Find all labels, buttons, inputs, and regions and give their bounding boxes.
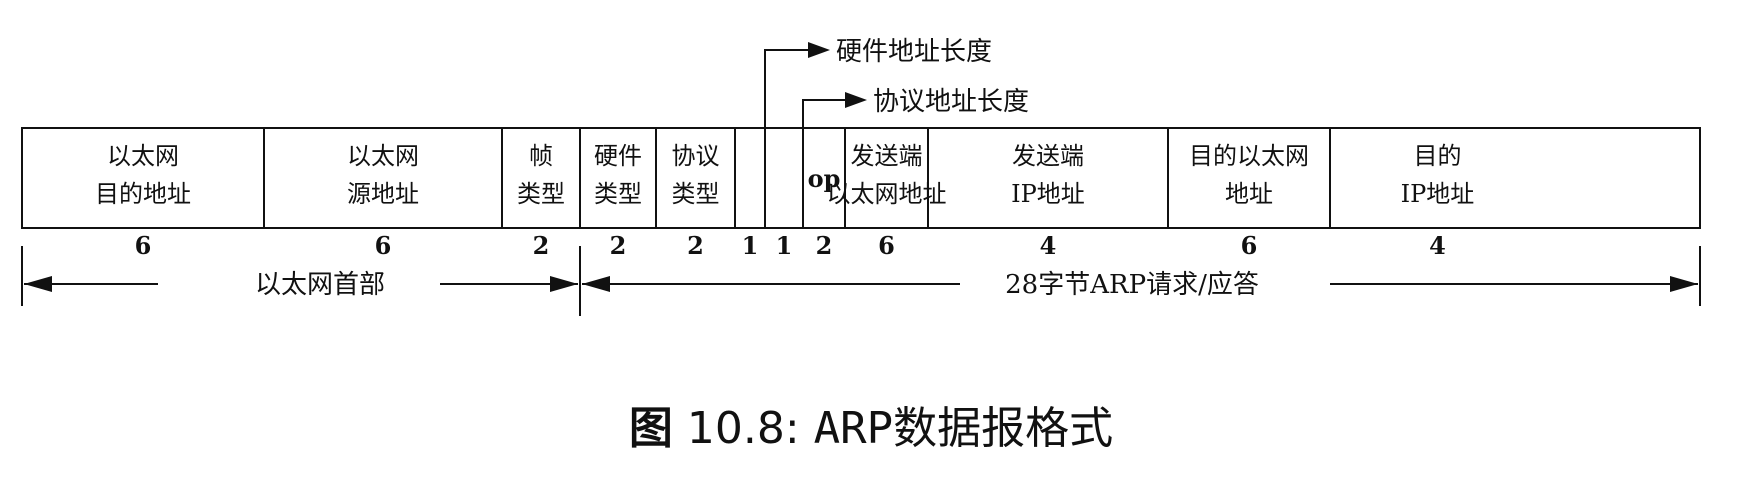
field-boxes bbox=[21, 127, 1701, 229]
ethernet-header-label: 以太网首部 bbox=[255, 270, 385, 300]
field-label-line: 发送端 bbox=[851, 142, 923, 170]
field-label-line: op bbox=[808, 164, 841, 193]
packet-outline bbox=[21, 127, 1701, 229]
field-size: 6 bbox=[1241, 231, 1258, 260]
field-label-line: 源地址 bbox=[347, 180, 419, 208]
figure-title: ARP数据报格式 bbox=[813, 403, 1114, 454]
field-labels: 以太网目的地址以太网源地址帧类型硬件类型协议类型op发送端以太网地址发送端IP地… bbox=[95, 142, 1474, 208]
arrow-right-icon bbox=[845, 92, 867, 108]
field-label-line: 目的 bbox=[1414, 142, 1462, 170]
field-size: 6 bbox=[375, 231, 392, 260]
field-label-line: 类型 bbox=[594, 180, 642, 208]
field-label-line: 类型 bbox=[517, 180, 565, 208]
figure-caption: 图 10.8: ARP数据报格式 bbox=[0, 392, 1742, 456]
hardware-length-callout: 硬件地址长度 bbox=[764, 37, 992, 128]
field-size: 2 bbox=[816, 231, 833, 260]
field-size: 4 bbox=[1040, 231, 1057, 260]
arp-body-span: 28字节ARP请求/应答 bbox=[582, 246, 1701, 306]
field-label-line: 帧 bbox=[529, 142, 553, 170]
arrow-left-icon bbox=[582, 276, 610, 292]
field-label-line: 目的地址 bbox=[95, 180, 191, 208]
field-size: 6 bbox=[135, 231, 152, 260]
arp-body-label: 28字节ARP请求/应答 bbox=[1005, 270, 1259, 300]
arrow-right-icon bbox=[1670, 276, 1698, 292]
field-label-line: 硬件 bbox=[594, 142, 642, 170]
field-label-line: 以太网 bbox=[347, 142, 419, 170]
field-size: 6 bbox=[878, 231, 895, 260]
arrow-left-icon bbox=[24, 276, 52, 292]
field-label-line: 类型 bbox=[672, 180, 720, 208]
field-label-line: 发送端 bbox=[1012, 142, 1084, 170]
field-size: 4 bbox=[1429, 231, 1446, 260]
field-size: 1 bbox=[742, 231, 759, 260]
field-label-line: 协议 bbox=[672, 142, 720, 170]
protocol-length-callout: 协议地址长度 bbox=[802, 87, 1029, 128]
arrow-right-icon bbox=[550, 276, 578, 292]
figure-label: 图 bbox=[628, 403, 673, 454]
hardware-length-label: 硬件地址长度 bbox=[836, 37, 992, 67]
arrow-right-icon bbox=[808, 42, 830, 58]
field-size: 2 bbox=[610, 231, 627, 260]
protocol-length-label: 协议地址长度 bbox=[873, 87, 1029, 117]
figure-number: 10.8: bbox=[686, 403, 800, 454]
arp-packet-diagram: 以太网目的地址以太网源地址帧类型硬件类型协议类型op发送端以太网地址发送端IP地… bbox=[21, 37, 1701, 316]
field-label-line: IP地址 bbox=[1401, 180, 1475, 208]
field-label-line: IP地址 bbox=[1011, 180, 1085, 208]
field-size: 1 bbox=[776, 231, 793, 260]
field-label-line: 地址 bbox=[1225, 180, 1273, 208]
field-size: 2 bbox=[533, 231, 550, 260]
field-size: 2 bbox=[687, 231, 704, 260]
ethernet-header-span: 以太网首部 bbox=[21, 246, 581, 316]
field-label-line: 目的以太网 bbox=[1189, 142, 1309, 170]
field-label-line: 以太网 bbox=[107, 142, 179, 170]
field-label-line: 以太网地址 bbox=[827, 180, 947, 208]
